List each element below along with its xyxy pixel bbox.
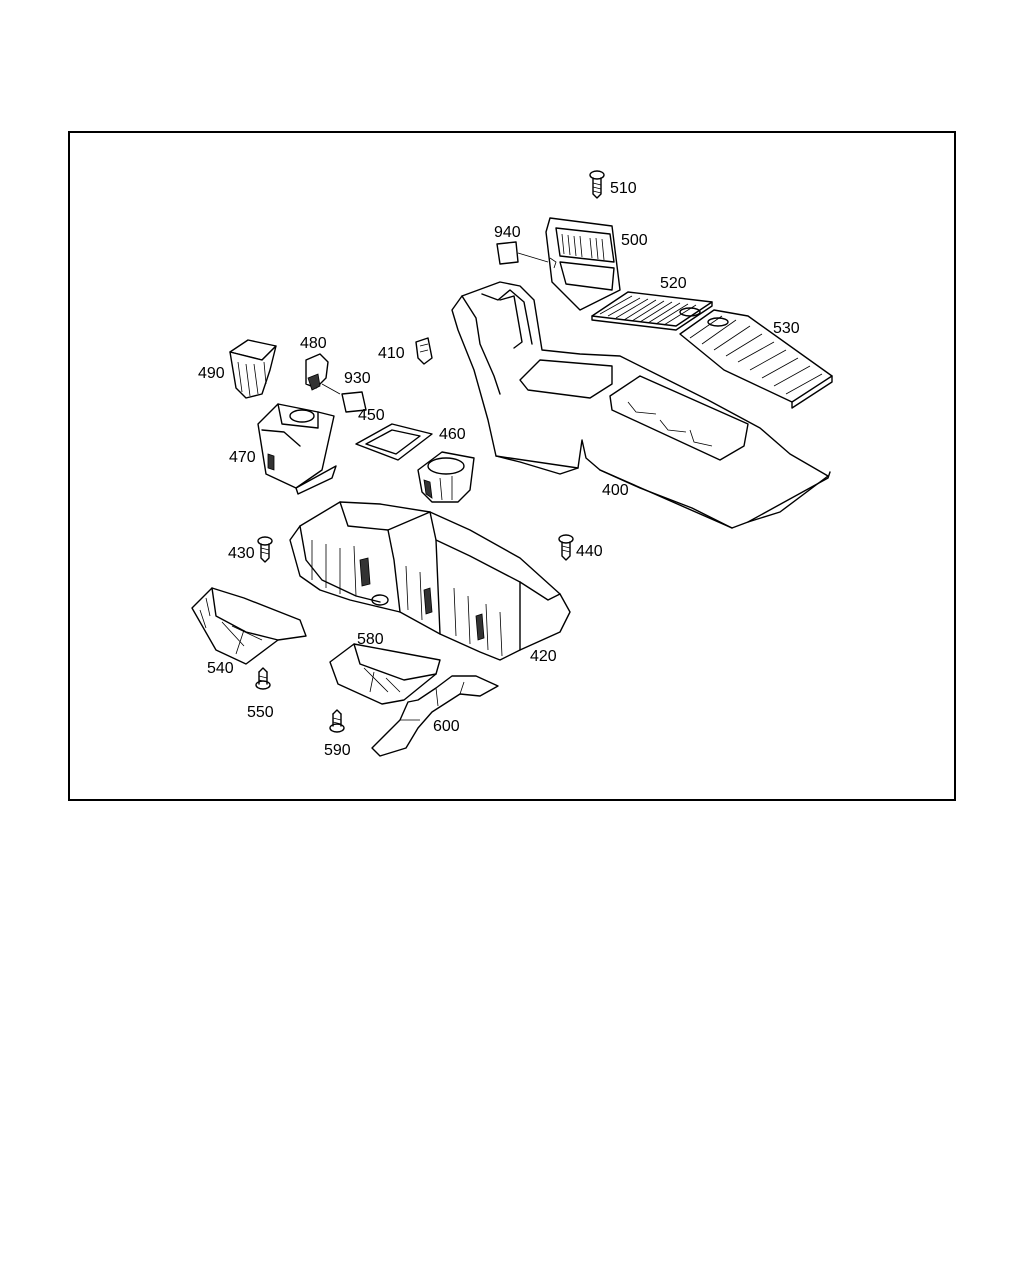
part-460-cup-holder bbox=[417, 451, 475, 503]
part-400-console-trim bbox=[451, 281, 831, 529]
callout-500: 500 bbox=[621, 232, 648, 249]
part-410-clip bbox=[415, 337, 433, 365]
callout-480: 480 bbox=[300, 335, 327, 352]
part-520-cover bbox=[591, 291, 713, 331]
part-940-label bbox=[496, 241, 549, 265]
part-930-label bbox=[341, 391, 367, 413]
part-550-screw bbox=[255, 667, 271, 690]
callout-590: 590 bbox=[324, 742, 351, 759]
callout-520: 520 bbox=[660, 275, 687, 292]
diagram-frame bbox=[68, 131, 956, 801]
callout-410: 410 bbox=[378, 345, 405, 362]
callout-550: 550 bbox=[247, 704, 274, 721]
callout-580: 580 bbox=[357, 631, 384, 648]
callout-470: 470 bbox=[229, 449, 256, 466]
part-450-pad bbox=[355, 423, 433, 461]
callout-540: 540 bbox=[207, 660, 234, 677]
callout-490: 490 bbox=[198, 365, 225, 382]
callout-430: 430 bbox=[228, 545, 255, 562]
part-470-bracket bbox=[257, 403, 337, 495]
callout-940: 940 bbox=[494, 224, 521, 241]
part-580-tray bbox=[329, 643, 441, 705]
part-590-screw bbox=[329, 709, 345, 733]
callout-460: 460 bbox=[439, 426, 466, 443]
part-600-bracket bbox=[371, 675, 499, 757]
part-510-screw bbox=[589, 170, 605, 199]
callout-440: 440 bbox=[576, 543, 603, 560]
part-500-air-vent bbox=[545, 217, 621, 311]
callout-420: 420 bbox=[530, 648, 557, 665]
callout-600: 600 bbox=[433, 718, 460, 735]
part-490-insert bbox=[229, 339, 277, 399]
part-430-screw bbox=[257, 536, 273, 563]
callout-510: 510 bbox=[610, 180, 637, 197]
callout-930: 930 bbox=[344, 370, 371, 387]
part-530-roll-cover bbox=[679, 309, 833, 409]
callout-530: 530 bbox=[773, 320, 800, 337]
callout-450: 450 bbox=[358, 407, 385, 424]
callout-400: 400 bbox=[602, 482, 629, 499]
part-540-bracket bbox=[191, 587, 307, 665]
part-420-console-housing bbox=[289, 501, 571, 661]
part-440-screw bbox=[558, 534, 574, 561]
part-480-switch bbox=[305, 353, 341, 395]
